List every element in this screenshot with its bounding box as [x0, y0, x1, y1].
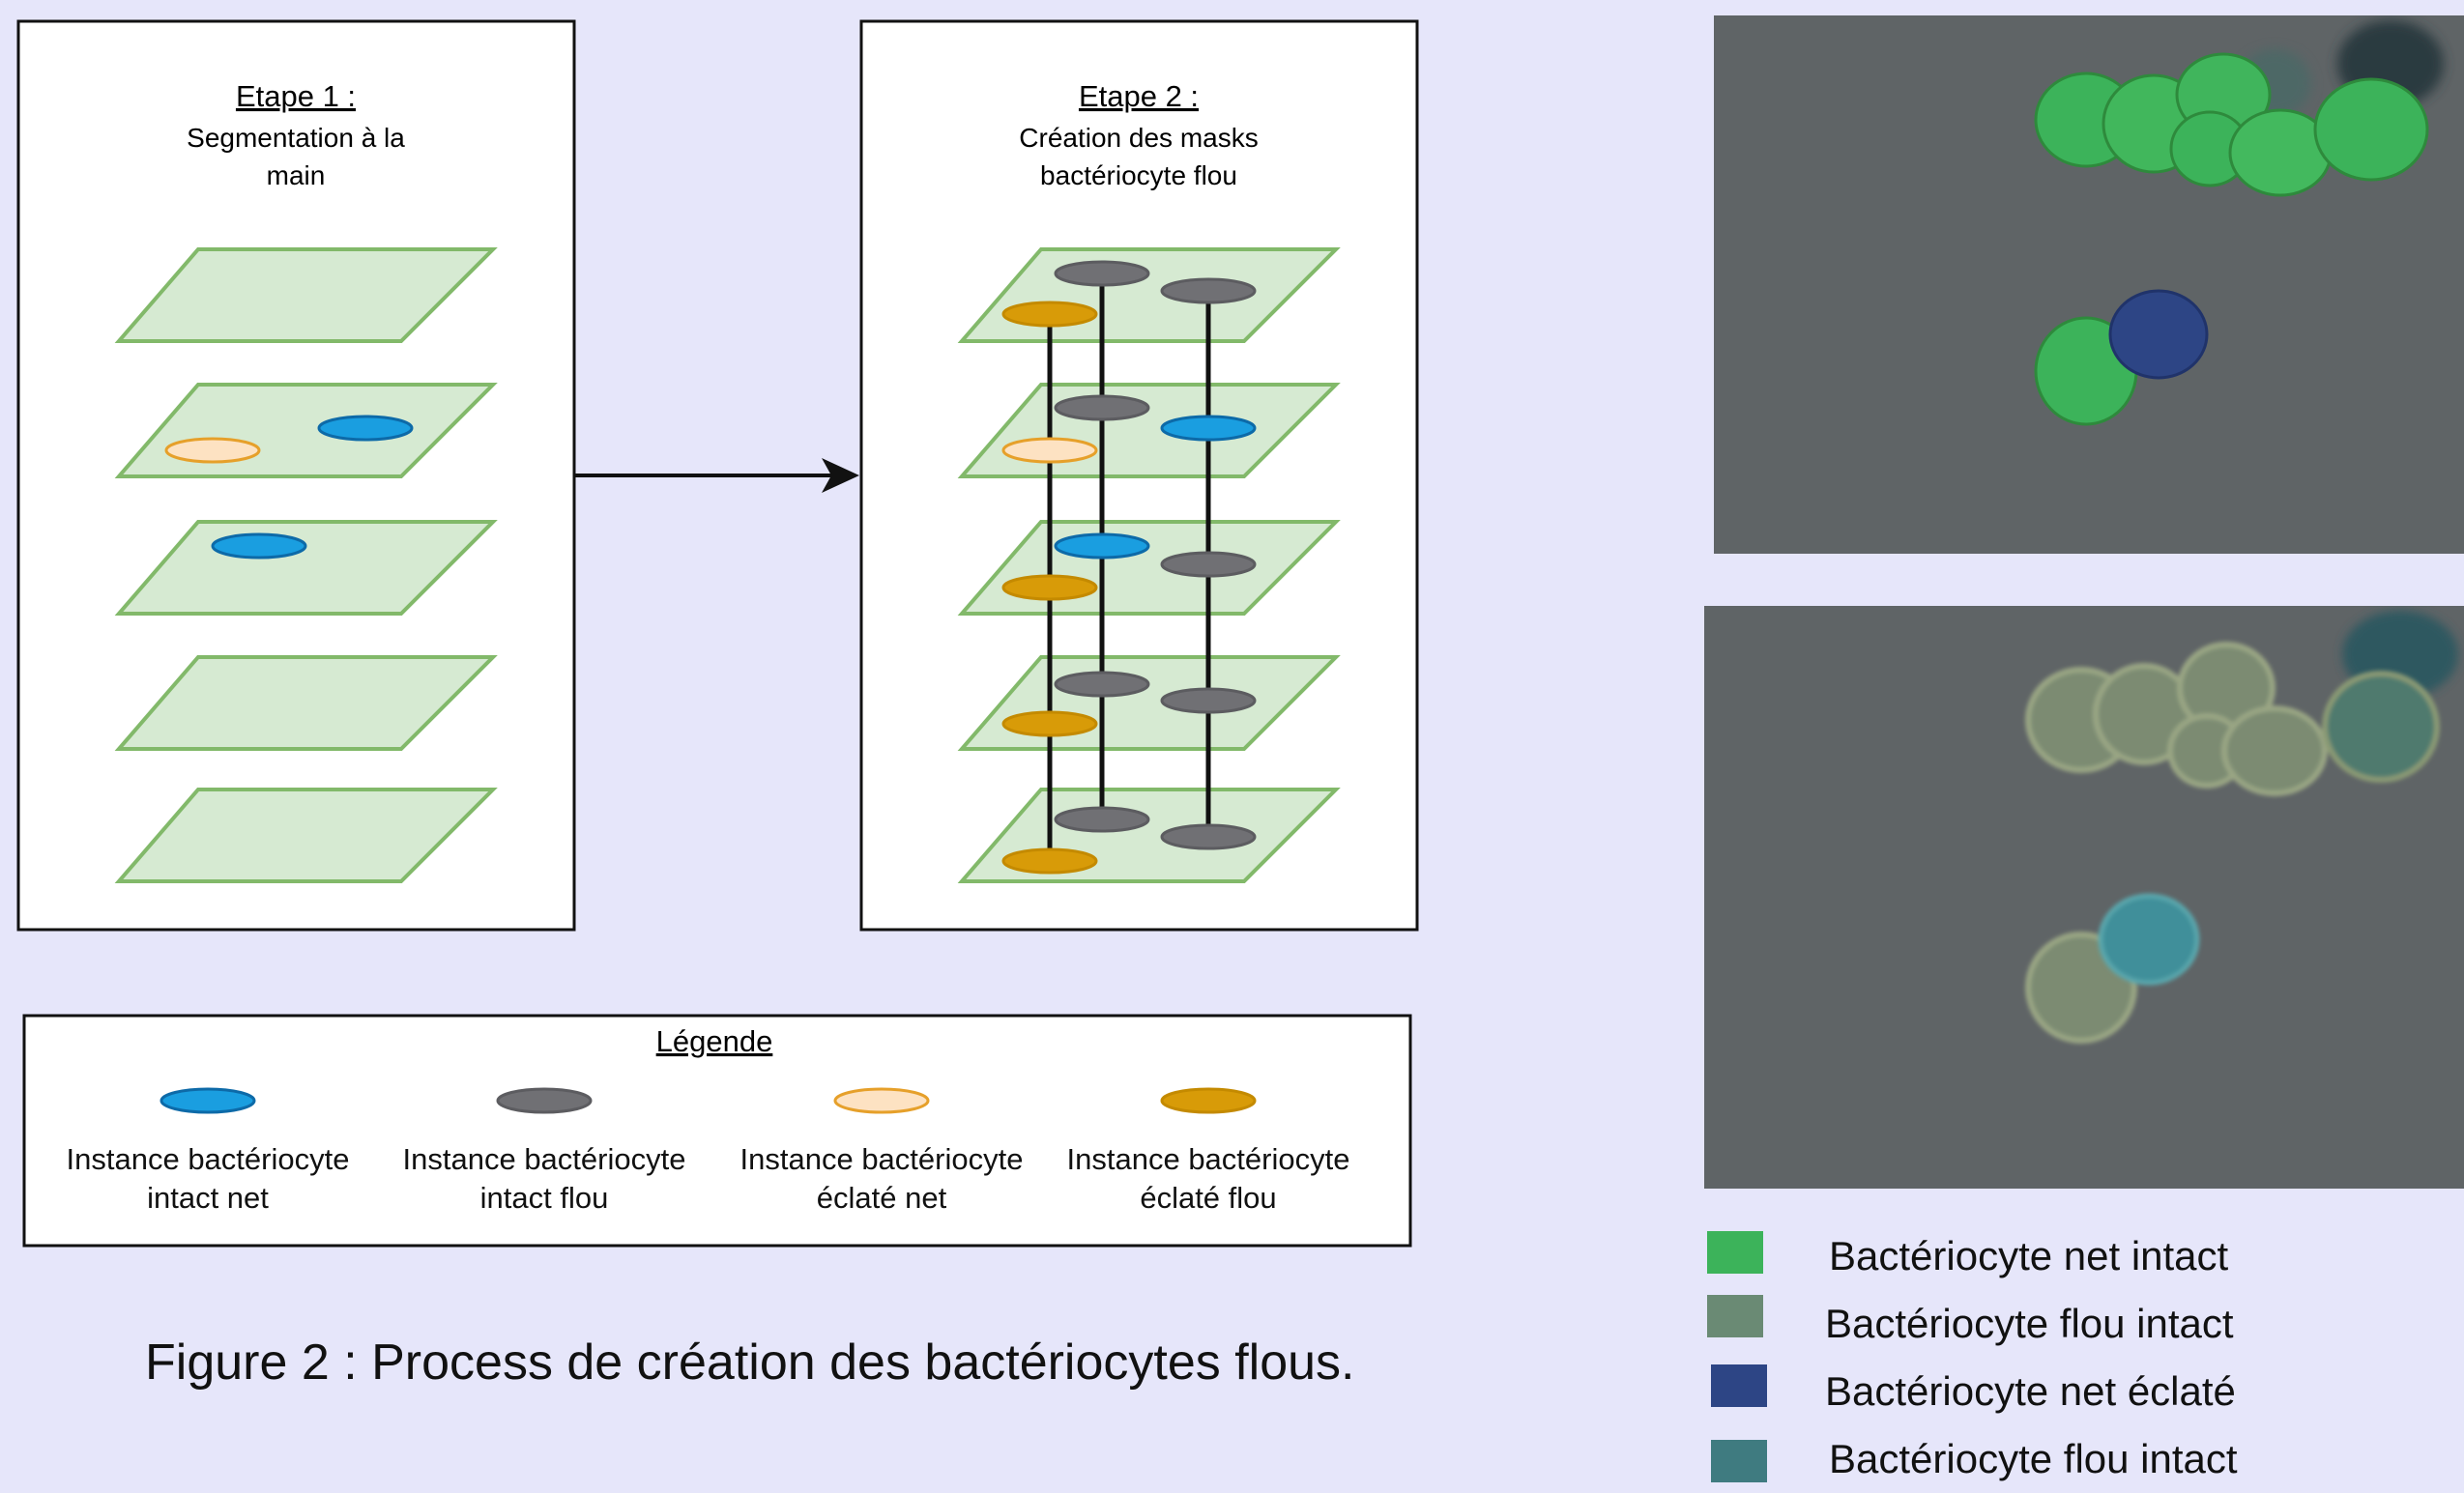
step2-intact-net-instance	[1160, 415, 1257, 442]
color-key-label-2: Bactériocyte flou intact	[1825, 1301, 2234, 1346]
color-key-swatch-2	[1707, 1295, 1763, 1337]
slice-plane-1	[114, 247, 498, 343]
slice-plane-5	[114, 788, 498, 883]
legend-box	[22, 1014, 1412, 1248]
legend-label-2: Instance bactériocyte	[403, 1142, 686, 1176]
step2-burst-flou-instance	[1001, 847, 1098, 875]
microscopy-masked-image	[1714, 15, 2464, 554]
step2-intact-flou-instance	[1160, 277, 1257, 304]
legend-label-3: éclaté net	[817, 1181, 947, 1215]
step2-burst-flou-instance	[1001, 574, 1098, 601]
figure-caption: Figure 2 : Process de création des bacté…	[145, 1335, 1355, 1391]
step2-planes	[957, 247, 1341, 883]
step1-line1: Segmentation à la	[187, 123, 405, 153]
legend-label-1: Instance bactériocyte	[67, 1142, 350, 1176]
step2-title: Etape 2 :	[1079, 79, 1199, 113]
legend-label-2: intact flou	[480, 1181, 609, 1215]
legend-swatch-4	[1160, 1087, 1257, 1114]
step1-line2: main	[267, 160, 326, 190]
step2-intact-flou-instance	[1054, 394, 1150, 421]
color-key-swatch-1	[1707, 1231, 1763, 1274]
step1-title: Etape 1 :	[236, 79, 356, 113]
step1-intact-net-instance	[317, 415, 414, 442]
color-key-label-1: Bactériocyte net intact	[1829, 1233, 2229, 1278]
step2-line2: bactériocyte flou	[1040, 160, 1237, 190]
step2-burst-flou-instance	[1001, 301, 1098, 328]
legend-swatch-3	[833, 1087, 930, 1114]
legend-label-1: intact net	[147, 1181, 269, 1215]
legend-label-4: éclaté flou	[1140, 1181, 1276, 1215]
legend-label-3: Instance bactériocyte	[740, 1142, 1024, 1176]
step1-planes	[114, 247, 498, 883]
step2-intact-flou-instance	[1054, 260, 1150, 287]
step2-burst-flou-instance	[1001, 710, 1098, 737]
color-key-swatch-3	[1711, 1364, 1767, 1407]
step2-intact-flou-instance	[1054, 806, 1150, 833]
legend-swatch-1	[159, 1087, 256, 1114]
microscopy-raw-image	[1704, 606, 2464, 1189]
step1-intact-net-instance	[211, 532, 307, 560]
step2-intact-flou-instance	[1160, 551, 1257, 578]
blue-burst-cell	[2108, 289, 2209, 380]
color-key-swatch-4	[1711, 1440, 1767, 1482]
process-arrow-head	[822, 458, 859, 493]
slice-plane-4	[114, 655, 498, 751]
legend-title: Légende	[656, 1024, 773, 1058]
step2-burst-net-instance	[1001, 437, 1098, 464]
raw-burst-cell	[2098, 893, 2200, 986]
step2-intact-net-instance	[1054, 532, 1150, 560]
step1-burst-net-instance	[164, 437, 261, 464]
step2-intact-flou-instance	[1160, 823, 1257, 850]
step2-intact-flou-instance	[1054, 671, 1150, 698]
step2-intact-flou-instance	[1160, 687, 1257, 714]
legend-swatch-2	[496, 1087, 593, 1114]
process-diagram: Etape 1 : Segmentation à la main Etape 2…	[16, 19, 1419, 1248]
legend-items: Instance bactériocyte intact net Instance …	[67, 1087, 1350, 1215]
color-key-label-3: Bactériocyte net éclaté	[1825, 1368, 2236, 1414]
legend-label-4: Instance bactériocyte	[1067, 1142, 1350, 1176]
step2-line1: Création des masks	[1019, 123, 1258, 153]
color-key-label-4: Bactériocyte flou intact	[1829, 1436, 2238, 1481]
